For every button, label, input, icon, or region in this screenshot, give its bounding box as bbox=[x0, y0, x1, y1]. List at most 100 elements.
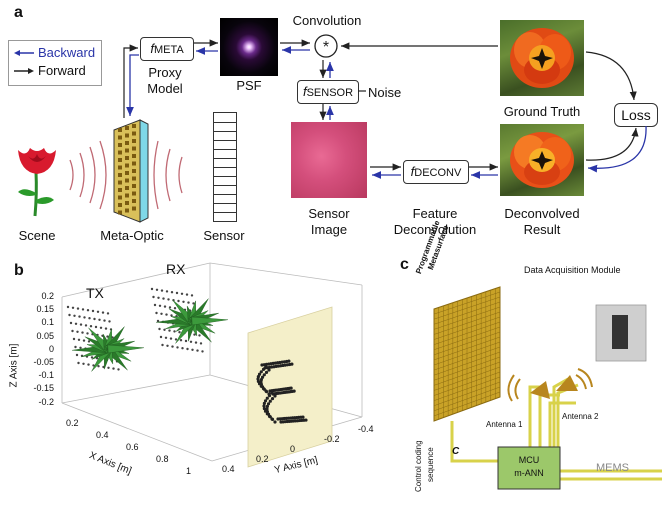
y-tick-label: -0.4 bbox=[358, 424, 374, 434]
rx-dot bbox=[172, 299, 175, 302]
epsilon-dot bbox=[265, 396, 269, 400]
tx-dot bbox=[90, 356, 94, 359]
epsilon-dot bbox=[259, 370, 263, 374]
sensor-divider bbox=[214, 185, 236, 186]
tx-dot bbox=[81, 331, 84, 334]
f-meta-symbol: f bbox=[150, 41, 154, 56]
tx-dot bbox=[108, 320, 111, 323]
legend-forward: Forward bbox=[38, 63, 86, 78]
noise-label: Noise bbox=[368, 85, 402, 100]
sensor-array bbox=[213, 112, 237, 222]
epsilon-dot bbox=[265, 404, 269, 408]
meta-optic-cell bbox=[118, 158, 122, 162]
meta-optic-label: Meta-Optic bbox=[100, 228, 164, 243]
tx-dot bbox=[106, 312, 110, 315]
epsilon-dot bbox=[259, 378, 263, 382]
convolution-operator: * bbox=[314, 34, 338, 58]
epsilon-dot bbox=[266, 402, 271, 406]
epsilon-dot bbox=[267, 368, 271, 372]
z-axis-label: Z Axis [m] bbox=[8, 343, 20, 388]
deconvolved-line2: Result bbox=[523, 222, 561, 237]
tx-dot bbox=[86, 309, 90, 312]
control-line2: sequence bbox=[426, 447, 435, 482]
metasurface-grid-line bbox=[433, 291, 501, 315]
meta-optic-cell bbox=[125, 163, 129, 168]
control-line1: Control coding bbox=[414, 440, 423, 492]
meta-optic-cell bbox=[125, 133, 129, 138]
lab-photo-person bbox=[612, 315, 628, 349]
metasurface-grid-line bbox=[433, 311, 501, 335]
rx-dot bbox=[186, 347, 189, 351]
meta-optic-cell bbox=[132, 139, 136, 143]
tx-dot bbox=[92, 364, 95, 367]
tx-dot bbox=[104, 327, 108, 330]
rx-dot bbox=[182, 300, 185, 303]
epsilon-dot bbox=[256, 375, 260, 379]
epsilon-dot bbox=[301, 415, 305, 419]
rx-dot bbox=[173, 307, 177, 310]
tx-dot bbox=[86, 332, 89, 335]
tx-dot bbox=[79, 323, 83, 326]
rx-dot bbox=[170, 314, 173, 317]
tx-dot bbox=[74, 322, 78, 325]
meta-optic-cell bbox=[118, 188, 122, 192]
metasurface-grid bbox=[433, 288, 501, 420]
f-deconv-box: fDECONV bbox=[403, 160, 469, 184]
rx-dot bbox=[170, 291, 174, 294]
tx-dot bbox=[94, 325, 98, 329]
tx-dot bbox=[112, 367, 115, 370]
sensor-divider bbox=[214, 158, 236, 159]
rx-dot bbox=[184, 339, 188, 343]
rx-beam bbox=[191, 316, 228, 326]
epsilon-dot bbox=[256, 379, 260, 383]
z-tick-label: 0.2 bbox=[41, 291, 54, 301]
mcu-line1: MCU bbox=[518, 455, 540, 465]
metasurface-grid-line bbox=[433, 376, 501, 401]
epsilon-dot bbox=[256, 377, 260, 381]
tx-dot bbox=[68, 313, 71, 317]
meta-optic-cell bbox=[125, 178, 129, 183]
rx-dot bbox=[178, 331, 181, 334]
meta-optic-cell bbox=[118, 150, 122, 155]
antenna-2-label: Antenna 2 bbox=[562, 412, 599, 421]
meta-optic-cell bbox=[125, 186, 129, 190]
feature-deconv-line1: Feature bbox=[412, 206, 458, 221]
tx-dot bbox=[98, 318, 101, 321]
f-meta-subscript: META bbox=[153, 44, 184, 56]
rx-dot bbox=[177, 299, 180, 303]
tx-dot bbox=[78, 315, 81, 318]
rx-dot bbox=[160, 312, 163, 315]
tx-dot bbox=[82, 339, 86, 342]
rx-dot bbox=[155, 311, 158, 315]
tx-dot bbox=[81, 308, 85, 311]
rx-dot bbox=[171, 345, 174, 348]
tx-dot bbox=[102, 365, 105, 369]
epsilon-dot bbox=[267, 394, 272, 398]
psf-label: PSF bbox=[236, 78, 262, 93]
x-tick-label: 0.2 bbox=[66, 418, 79, 428]
rx-dot bbox=[160, 289, 164, 292]
z-tick-label: 0.1 bbox=[41, 317, 54, 328]
epsilon-dot bbox=[264, 389, 268, 393]
tx-dot bbox=[84, 324, 88, 327]
rx-dot bbox=[174, 338, 178, 341]
proxy-model-line2: Model bbox=[147, 81, 183, 96]
meta-optic bbox=[113, 119, 149, 223]
proxy-model-line1: Proxy bbox=[148, 65, 182, 80]
rx-dot bbox=[181, 347, 184, 350]
rx-dot bbox=[201, 350, 204, 353]
legend-arrows bbox=[14, 50, 34, 74]
metasurface-grid-line bbox=[433, 346, 501, 371]
meta-optic-cell bbox=[132, 169, 136, 173]
rx-dot bbox=[169, 337, 173, 340]
x-tick-label: 0.4 bbox=[96, 430, 109, 440]
meta-optic-cell bbox=[132, 206, 136, 211]
meta-optic-cell bbox=[132, 191, 136, 196]
f-sensor-symbol: f bbox=[302, 84, 307, 99]
tx-beam bbox=[107, 344, 144, 354]
rx-dot bbox=[199, 342, 203, 345]
z-tick-label: 0.15 bbox=[36, 304, 54, 315]
deconvolved-line1: Deconvolved bbox=[504, 206, 580, 221]
rx-dot bbox=[162, 297, 165, 300]
tx-label: TX bbox=[86, 285, 104, 301]
